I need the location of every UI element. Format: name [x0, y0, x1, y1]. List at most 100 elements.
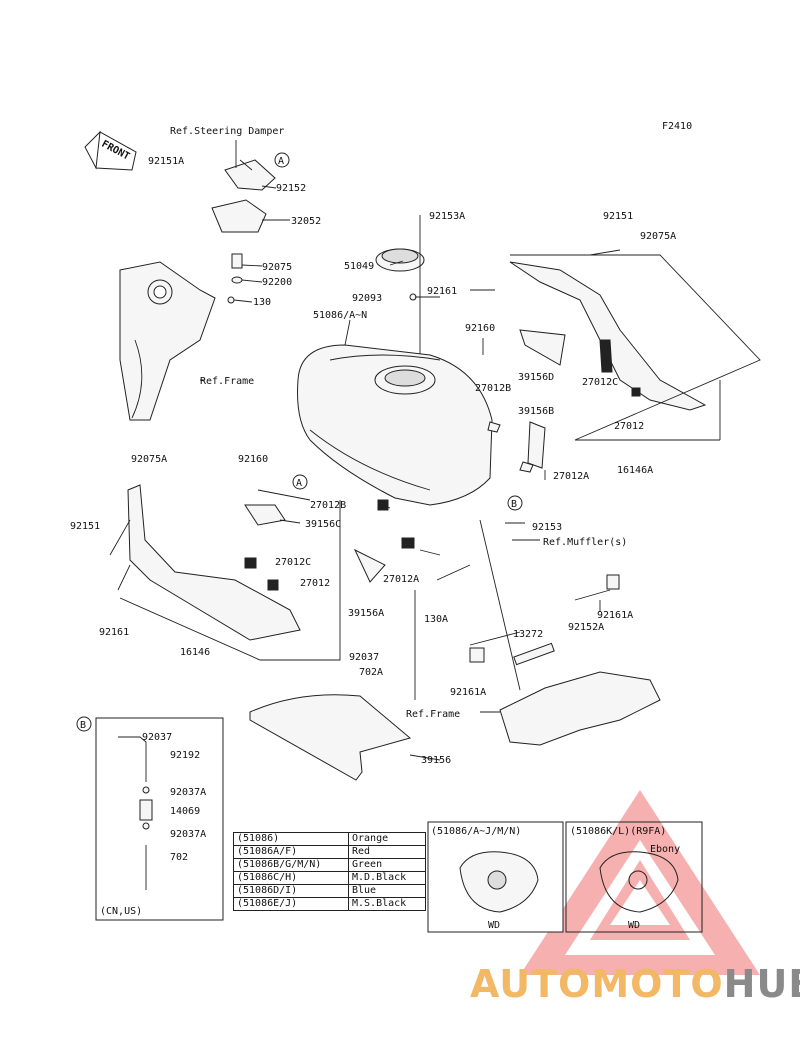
part-130A: 130A — [424, 614, 448, 625]
color-name-cell: Blue — [348, 884, 426, 898]
part-92037: 92037 — [349, 652, 379, 663]
part-16146: 16146 — [180, 647, 210, 658]
part-92160-top: 92160 — [465, 323, 495, 334]
part-39156D: 39156D — [518, 372, 554, 383]
color-name-cell: Green — [348, 858, 426, 872]
part-27012A-right: 27012A — [553, 471, 589, 482]
watermark-logo: AUTOMOTOHUB — [470, 962, 800, 1006]
front-arrow-icon: FRONT — [84, 130, 137, 171]
color-code-cell: (51086C/H) — [233, 871, 349, 885]
fuel-cap-part — [375, 215, 425, 380]
color-name-cell: M.D.Black — [348, 871, 426, 885]
part-92037A-2: 92037A — [170, 829, 206, 840]
part-39156A: 39156A — [348, 608, 384, 619]
leader-lines — [109, 159, 621, 761]
color-table-row: (51086E/J)M.S.Black — [233, 897, 426, 911]
part-92161A-right: 92161A — [597, 610, 633, 621]
rear-frame-part — [469, 519, 661, 746]
part-27012B-top: 27012B — [475, 383, 511, 394]
marker-a-mid: A — [292, 474, 308, 490]
color-code-cell: (51086B/G/M/N) — [233, 858, 349, 872]
part-39156: 39156 — [421, 755, 451, 766]
part-92153: 92153 — [532, 522, 562, 533]
ref-steering-damper-label: Ref.Steering Damper — [170, 126, 284, 137]
watermark-triangle — [520, 790, 760, 975]
color-table-row: (51086B/G/M/N)Green — [233, 858, 426, 872]
inset-view-right: (51086K/L)(R9FA) Ebony WD — [565, 821, 703, 933]
color-table-row: (51086C/H)M.D.Black — [233, 871, 426, 885]
frame-head-part — [119, 261, 216, 421]
figure-id: F2410 — [662, 121, 692, 132]
svg-text:WD: WD — [488, 920, 500, 931]
ref-frame-upper-label: Ref.Frame — [200, 376, 254, 387]
color-code-cell: (51086D/I) — [233, 884, 349, 898]
color-code-cell: (51086) — [233, 832, 349, 846]
svg-text:(51086K/L)(R9FA): (51086K/L)(R9FA) — [570, 826, 666, 837]
part-702A: 702A — [359, 667, 383, 678]
part-51086: 51086/A~N — [313, 310, 367, 321]
part-130: 130 — [253, 297, 271, 308]
side-cover-left — [119, 484, 341, 661]
part-92151-left: 92151 — [70, 521, 100, 532]
color-table-row: (51086)Orange — [233, 832, 426, 846]
inset-view-left: (51086/A~J/M/N) WD — [427, 821, 564, 933]
ref-mufflers-label: Ref.Muffler(s) — [543, 537, 627, 548]
part-14069: 14069 — [170, 806, 200, 817]
color-name-cell: Orange — [348, 832, 426, 846]
knee-pads — [244, 329, 566, 583]
part-92037-inset: 92037 — [142, 732, 172, 743]
color-table-row: (51086A/F)Red — [233, 845, 426, 859]
part-13272: 13272 — [513, 629, 543, 640]
svg-text:A: A — [278, 156, 284, 167]
part-92152A: 92152A — [568, 622, 604, 633]
svg-text:B: B — [511, 499, 517, 510]
marker-b-mid: B — [507, 495, 523, 511]
side-cover-right — [509, 254, 761, 441]
part-16146A: 16146A — [617, 465, 653, 476]
part-32052: 32052 — [291, 216, 321, 227]
color-code-cell: (51086A/F) — [233, 845, 349, 859]
ref-frame-lower-label: Ref.Frame — [406, 709, 460, 720]
part-92075A-top: 92075A — [640, 231, 676, 242]
part-92192: 92192 — [170, 750, 200, 761]
part-92037A-1: 92037A — [170, 787, 206, 798]
part-92160-left: 92160 — [238, 454, 268, 465]
color-name-cell: M.S.Black — [348, 897, 426, 911]
inset-cn-us: B 92037 92192 92037A 14069 92037A 702 (C… — [76, 716, 224, 921]
svg-text:A: A — [296, 478, 302, 489]
part-27012B-mid: 27012B — [310, 500, 346, 511]
part-27012-left: 27012 — [300, 578, 330, 589]
part-92151-top: 92151 — [603, 211, 633, 222]
seat-pad-39156 — [249, 694, 412, 781]
part-51049: 51049 — [344, 261, 374, 272]
color-name-cell: Red — [348, 845, 426, 859]
svg-text:(51086/A~J/M/N): (51086/A~J/M/N) — [431, 826, 521, 837]
part-27012C-right: 27012C — [582, 377, 618, 388]
fuel-tank-part — [297, 344, 493, 506]
part-92093: 92093 — [352, 293, 382, 304]
color-code-table: (51086)Orange(51086A/F)Red(51086B/G/M/N)… — [233, 832, 426, 911]
part-39156B: 39156B — [518, 406, 554, 417]
part-92075: 92075 — [262, 262, 292, 273]
part-27012-right: 27012 — [614, 421, 644, 432]
part-27012A-mid: 27012A — [383, 574, 419, 585]
part-92200: 92200 — [262, 277, 292, 288]
part-92161-left: 92161 — [99, 627, 129, 638]
part-92161-top: 92161 — [427, 286, 457, 297]
part-27012C-left: 27012C — [275, 557, 311, 568]
svg-text:Ebony: Ebony — [650, 844, 680, 855]
part-39156C: 39156C — [305, 519, 341, 530]
part-92075A-left: 92075A — [131, 454, 167, 465]
part-92151A: 92151A — [148, 156, 184, 167]
color-table-row: (51086D/I)Blue — [233, 884, 426, 898]
color-code-cell: (51086E/J) — [233, 897, 349, 911]
svg-text:B: B — [80, 720, 86, 731]
part-702: 702 — [170, 852, 188, 863]
part-92153A: 92153A — [429, 211, 465, 222]
inset-region-label: (CN,US) — [100, 906, 142, 917]
marker-a-top: A — [274, 152, 290, 168]
part-92152: 92152 — [276, 183, 306, 194]
part-92161A-low: 92161A — [450, 687, 486, 698]
